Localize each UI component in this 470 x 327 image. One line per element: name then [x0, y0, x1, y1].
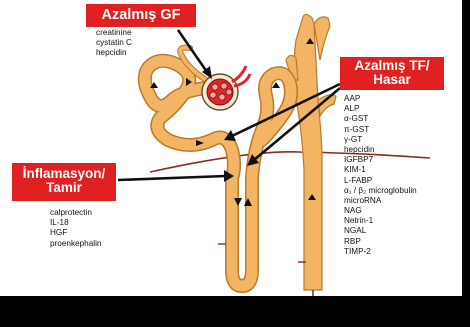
marker-item: NAG: [344, 206, 417, 216]
title-line: Azalmış TF/: [340, 59, 444, 73]
marker-item: cystatin C: [96, 38, 132, 48]
collecting-duct: [286, 14, 336, 296]
decreased-tf-damage-title: Azalmış TF/ Hasar: [340, 57, 444, 90]
marker-item: KIM-1: [344, 165, 417, 175]
inflammation-repair-title: İnflamasyon/ Tamir: [12, 163, 116, 201]
marker-item: α-GST: [344, 114, 417, 124]
marker-item: AAP: [344, 94, 417, 104]
decreased-tf-marker-list: AAP ALP α-GST π-GST γ-GT hepcidin IGFBP7…: [344, 94, 417, 257]
marker-item: NGAL: [344, 226, 417, 236]
marker-item: calprotectin: [50, 208, 101, 218]
marker-item: α₁ / β₂ microglobulin: [344, 186, 417, 196]
marker-item: TIMP-2: [344, 247, 417, 257]
marker-item: creatinine: [96, 28, 132, 38]
marker-item: RBP: [344, 237, 417, 247]
marker-item: Netrin-1: [344, 216, 417, 226]
marker-item: IGFBP7: [344, 155, 417, 165]
marker-item: L-FABP: [344, 176, 417, 186]
title-line: Tamir: [12, 181, 116, 195]
marker-item: ALP: [344, 104, 417, 114]
decreased-gf-title: Azalmış GF: [86, 4, 196, 27]
marker-item: HGF: [50, 228, 101, 238]
arrow-inflammation-to-tubule: [118, 176, 226, 180]
marker-item: hepcidin: [344, 145, 417, 155]
title-line: İnflamasyon/: [12, 167, 116, 181]
marker-item: microRNA: [344, 196, 417, 206]
marker-item: γ-GT: [344, 135, 417, 145]
marker-item: IL-18: [50, 218, 101, 228]
inflammation-marker-list: calprotectin IL-18 HGF proenkephalin: [50, 208, 101, 249]
decreased-gf-marker-list: creatinine cystatin C hepcidin: [96, 28, 132, 59]
diagram-panel: Azalmış GF creatinine cystatin C hepcidi…: [0, 0, 462, 296]
title-line: Hasar: [340, 73, 444, 87]
marker-item: hepcidin: [96, 48, 132, 58]
marker-item: proenkephalin: [50, 239, 101, 249]
marker-item: π-GST: [344, 125, 417, 135]
